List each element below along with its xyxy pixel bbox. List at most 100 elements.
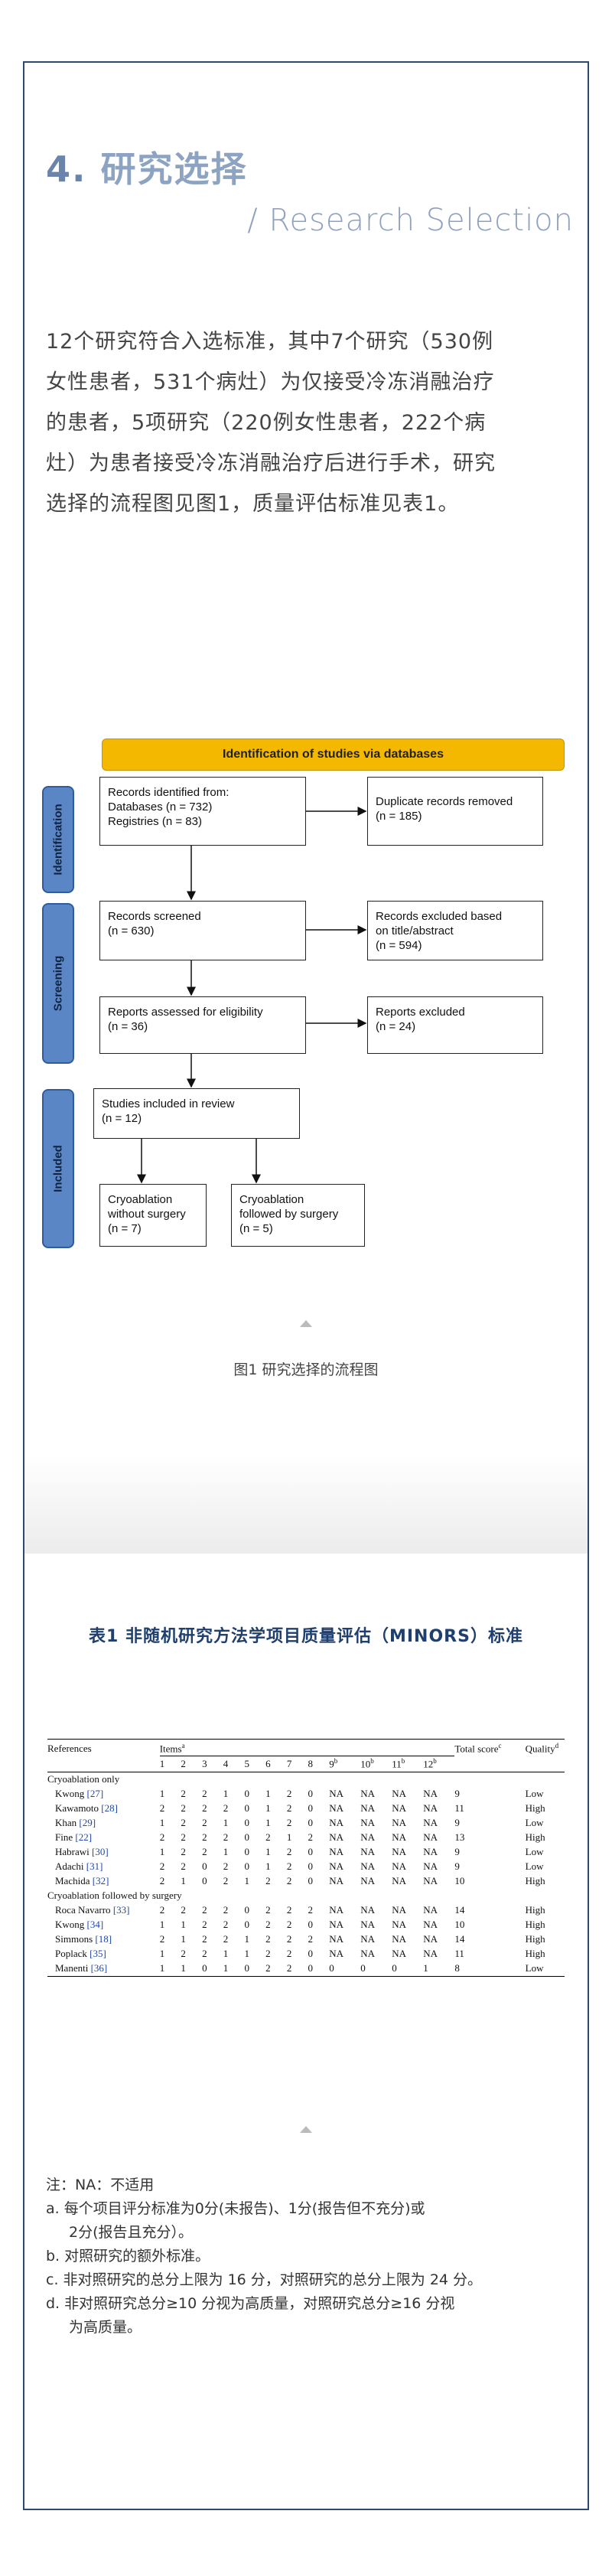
citation-link[interactable]: [29] bbox=[79, 1817, 96, 1829]
total-score: 11 bbox=[454, 1948, 464, 1960]
item-score: NA bbox=[392, 1933, 407, 1945]
total-score: 14 bbox=[454, 1904, 465, 1916]
citation-link[interactable]: [31] bbox=[86, 1860, 103, 1873]
total-score: 9 bbox=[454, 1846, 460, 1858]
item-score: 0 bbox=[244, 1846, 249, 1858]
item-score: NA bbox=[392, 1817, 407, 1829]
item-score: NA bbox=[392, 1904, 407, 1916]
item-score: NA bbox=[360, 1831, 375, 1844]
total-score: 8 bbox=[454, 1961, 526, 1977]
item-score: 2 bbox=[159, 1904, 165, 1916]
citation-link[interactable]: [35] bbox=[90, 1948, 106, 1960]
table-title: 表1 非随机研究方法学项目质量评估（MINORS）标准 bbox=[89, 1627, 523, 1646]
study-author: Manenti bbox=[55, 1962, 91, 1974]
empty-cell bbox=[47, 1756, 160, 1772]
item-number-header: 6 bbox=[265, 1756, 287, 1772]
item-number-header: 4 bbox=[223, 1756, 245, 1772]
study-author: Fine bbox=[55, 1831, 76, 1844]
item-score: NA bbox=[329, 1919, 343, 1931]
item-score: 2 bbox=[202, 1831, 207, 1844]
group-row: Cryoablation followed by surgery bbox=[47, 1889, 565, 1903]
item-score: 2 bbox=[223, 1831, 229, 1844]
item-score: 2 bbox=[159, 1802, 165, 1815]
body-line: 12个研究符合入选标准，其中7个研究（530例 bbox=[46, 330, 494, 354]
item-score: 2 bbox=[159, 1860, 165, 1873]
item-score: 1 bbox=[223, 1846, 229, 1858]
header-quality: Qualityd bbox=[525, 1738, 565, 1756]
item-score: NA bbox=[360, 1817, 375, 1829]
study-author: Poplack bbox=[55, 1948, 90, 1960]
citation-link[interactable]: [18] bbox=[95, 1933, 112, 1945]
item-number-sup: b bbox=[401, 1757, 405, 1766]
citation-link[interactable]: [32] bbox=[92, 1875, 109, 1887]
section-fade bbox=[24, 1454, 588, 1554]
item-score: 0 bbox=[308, 1860, 314, 1873]
item-score: 2 bbox=[202, 1904, 207, 1916]
item-number: 6 bbox=[265, 1757, 271, 1769]
group-label: Cryoablation followed by surgery bbox=[47, 1890, 182, 1902]
total-score: 9 bbox=[454, 1860, 460, 1873]
empty-cell bbox=[525, 1756, 565, 1772]
item-score: 0 bbox=[202, 1860, 207, 1873]
box-records-screened: Records screened (n = 630) bbox=[99, 901, 306, 960]
item-number-header: 7 bbox=[286, 1756, 308, 1772]
item-score: 0 bbox=[308, 1948, 314, 1960]
empty-cell bbox=[454, 1756, 526, 1772]
header-references: References bbox=[47, 1738, 160, 1756]
item-score: 0 bbox=[244, 1919, 249, 1931]
citation-link[interactable]: [27] bbox=[86, 1788, 104, 1800]
item-score: 0 bbox=[392, 1961, 424, 1977]
citation-link[interactable]: [30] bbox=[92, 1846, 109, 1858]
note-line: 注：NA：不适用 bbox=[46, 2177, 155, 2193]
page-frame bbox=[23, 61, 589, 2510]
box-records-excluded: Records excluded based on title/abstract… bbox=[367, 901, 543, 960]
item-score: 2 bbox=[202, 1933, 207, 1945]
box-studies-included: Studies included in review (n = 12) bbox=[93, 1088, 300, 1139]
citation-link[interactable]: [36] bbox=[90, 1962, 108, 1974]
item-score: NA bbox=[329, 1860, 343, 1873]
citation-link[interactable]: [22] bbox=[75, 1831, 93, 1844]
study-author: Kwong bbox=[55, 1788, 87, 1800]
quality-rating: High bbox=[525, 1904, 545, 1916]
item-score: NA bbox=[360, 1788, 375, 1800]
item-score: 2 bbox=[308, 1831, 314, 1844]
quality-rating: Low bbox=[525, 1860, 544, 1873]
study-reference: Adachi [31] bbox=[47, 1860, 160, 1874]
item-score: 0 bbox=[244, 1788, 249, 1800]
item-score: 1 bbox=[265, 1846, 271, 1858]
citation-link[interactable]: [34] bbox=[86, 1919, 104, 1931]
item-score: 2 bbox=[181, 1802, 186, 1815]
item-number: 2 bbox=[181, 1757, 186, 1769]
item-score: 2 bbox=[202, 1802, 207, 1815]
item-score: 0 bbox=[308, 1846, 314, 1858]
item-score: NA bbox=[329, 1802, 343, 1815]
item-score: NA bbox=[423, 1875, 438, 1887]
item-score: NA bbox=[360, 1933, 375, 1945]
citation-link[interactable]: [33] bbox=[112, 1904, 130, 1916]
phase-label: Screening bbox=[51, 955, 65, 1012]
header-total-text: Total score bbox=[454, 1743, 499, 1755]
citation-link[interactable]: [28] bbox=[101, 1802, 118, 1815]
item-score: 2 bbox=[223, 1875, 229, 1887]
item-score: NA bbox=[392, 1802, 407, 1815]
item-score: 2 bbox=[181, 1860, 186, 1873]
item-score: 1 bbox=[159, 1788, 165, 1800]
prisma-flow-diagram: Identification of studies via databases … bbox=[0, 739, 612, 1320]
item-score: 0 bbox=[360, 1961, 392, 1977]
item-number: 12 bbox=[423, 1758, 434, 1770]
item-score: 0 bbox=[244, 1904, 249, 1916]
item-score: 2 bbox=[202, 1788, 207, 1800]
item-number-header: 8 bbox=[308, 1756, 330, 1772]
item-score: 0 bbox=[202, 1875, 207, 1887]
item-score: 0 bbox=[308, 1961, 330, 1977]
quality-rating: High bbox=[525, 1802, 545, 1815]
item-number: 1 bbox=[159, 1757, 165, 1769]
item-score: 2 bbox=[286, 1802, 292, 1815]
study-reference: Manenti [36] bbox=[47, 1961, 160, 1977]
item-score: 2 bbox=[181, 1817, 186, 1829]
study-reference: Kwong [27] bbox=[47, 1787, 160, 1802]
item-score: 1 bbox=[223, 1961, 245, 1977]
item-number-header: 11b bbox=[392, 1756, 424, 1772]
